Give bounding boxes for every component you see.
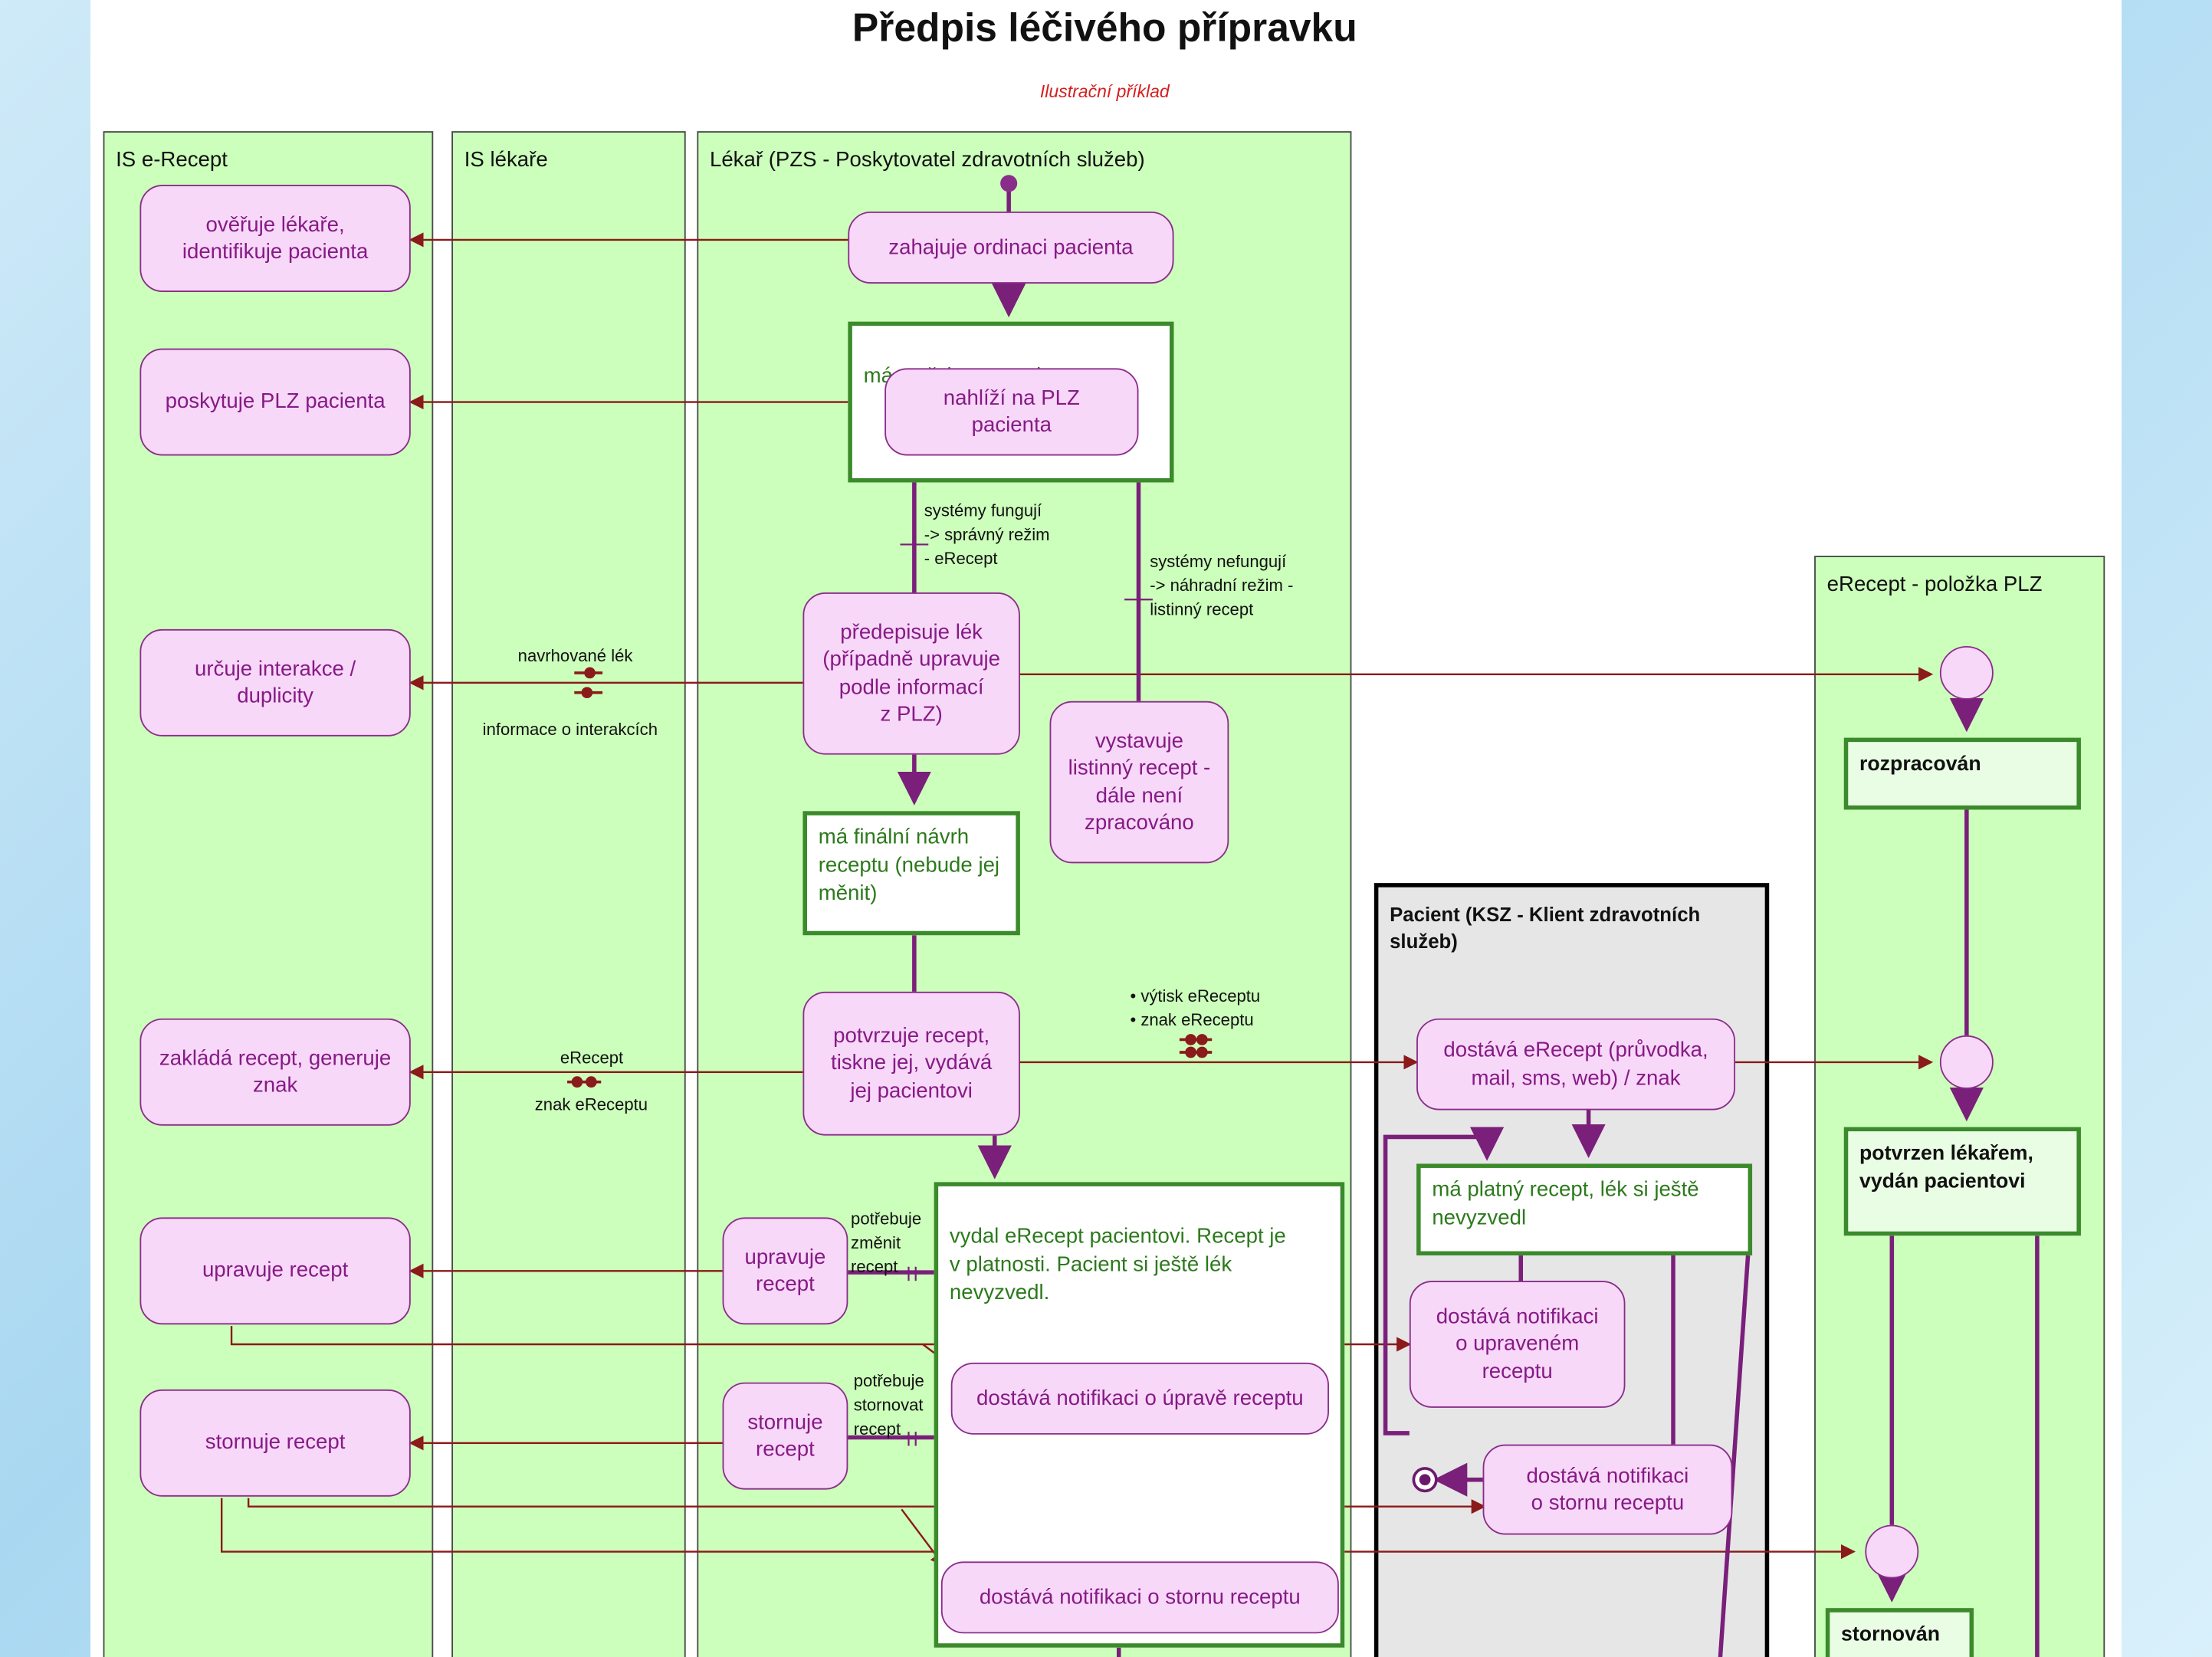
state-platny-recept: má platný recept, lék si ještě nevyzvedl bbox=[1416, 1163, 1753, 1256]
lane-title-is-lekare: IS lékaře bbox=[464, 148, 548, 172]
label-vytisk-znak: • výtisk eReceptu • znak eReceptu bbox=[1130, 986, 1261, 1030]
lane-title-is-erecept: IS e-Recept bbox=[116, 148, 228, 172]
activity-stornuje-recept-is: stornuje recept bbox=[139, 1389, 411, 1497]
activity-urcuje-interakce: určuje interakce / duplicity bbox=[139, 628, 411, 737]
activity-dostava-erecept: dostává eRecept (průvodka, mail, sms, we… bbox=[1416, 1018, 1736, 1111]
fork-node-3 bbox=[1865, 1524, 1919, 1579]
activity-notifikace-uprava-lekar: dostává notifikaci o úpravě receptu bbox=[950, 1362, 1329, 1435]
start-node bbox=[1000, 175, 1018, 192]
activity-notifikace-storno-lekar: dostává notifikaci o stornu receptu bbox=[940, 1561, 1339, 1634]
page-title: Předpis léčivého přípravku bbox=[852, 5, 1357, 50]
label-erecept: eRecept bbox=[560, 1048, 624, 1068]
lane-is-lekare: IS lékaře bbox=[451, 131, 686, 1657]
activity-stornuje-recept-lekar: stornuje recept bbox=[722, 1382, 848, 1490]
page: Předpis léčivého přípravku Ilustrační př… bbox=[90, 0, 2122, 1657]
state-vydal-erecept-label: vydal eRecept pacientovi. Recept je v pl… bbox=[949, 1224, 1286, 1305]
activity-vystavuje-listinny: vystavuje listinný recept - dále není zp… bbox=[1049, 701, 1229, 864]
activity-upravuje-recept-is: upravuje recept bbox=[139, 1217, 411, 1325]
activity-predepisuje-lek: předepisuje lék (případně upravuje podle… bbox=[802, 592, 1020, 755]
diagram-stage: Předpis léčivého přípravku Ilustrační př… bbox=[90, 0, 2119, 1657]
end-node bbox=[1412, 1467, 1438, 1493]
activity-zahajuje-ordinaci: zahajuje ordinaci pacienta bbox=[848, 212, 1174, 284]
lane-title-pacient: Pacient (KSZ - Klient zdravotních služeb… bbox=[1390, 902, 1701, 953]
page-subtitle: Ilustrační příklad bbox=[1039, 81, 1170, 102]
guard-potrebuje-zmenit: potřebuje změnit recept bbox=[851, 1209, 922, 1277]
activity-notifikace-storno-pacient: dostává notifikaci o stornu receptu bbox=[1482, 1444, 1733, 1535]
activity-overuje-lekare: ověřuje lékaře, identifikuje pacienta bbox=[139, 185, 411, 292]
fork-node-2 bbox=[1939, 1035, 1994, 1089]
activity-zaklada-recept: zakládá recept, generuje znak bbox=[139, 1018, 411, 1126]
activity-potvrzuje-recept: potvrzuje recept, tiskne jej, vydává jej… bbox=[802, 991, 1020, 1136]
label-znak-ereceptu: znak eReceptu bbox=[534, 1094, 648, 1114]
label-informace-interakce: informace o interakcích bbox=[482, 719, 658, 740]
fork-node-1 bbox=[1939, 645, 1994, 700]
guard-potrebuje-stornovat: potřebuje stornovat recept bbox=[853, 1370, 924, 1439]
state-finalni-navrh: má finální návrh receptu (nebude jej měn… bbox=[802, 811, 1020, 936]
state-rozpracovan: rozpracován bbox=[1843, 737, 2081, 810]
activity-nahlizi-plz: nahlíží na PLZ pacienta bbox=[884, 368, 1139, 456]
state-potvrzen: potvrzen lékařem, vydán pacientovi bbox=[1843, 1127, 2081, 1236]
lane-title-lekar: Lékař (PZS - Poskytovatel zdravotních sl… bbox=[709, 148, 1145, 172]
guard-systemy-nefunguji: systémy nefungují -> náhradní režim - li… bbox=[1150, 551, 1294, 619]
activity-poskytuje-plz: poskytuje PLZ pacienta bbox=[139, 348, 411, 456]
activity-upravuje-recept-lekar: upravuje recept bbox=[722, 1217, 848, 1325]
guard-systemy-funguji: systémy fungují -> správný režim - eRece… bbox=[924, 500, 1050, 569]
activity-notifikace-upraveny: dostává notifikaci o upraveném receptu bbox=[1409, 1281, 1626, 1408]
label-navrhovany-lek: navrhované lék bbox=[517, 645, 633, 666]
lane-title-erecept-plz: eRecept - položka PLZ bbox=[1826, 573, 2043, 597]
state-stornovan: stornován bbox=[1825, 1608, 1974, 1657]
